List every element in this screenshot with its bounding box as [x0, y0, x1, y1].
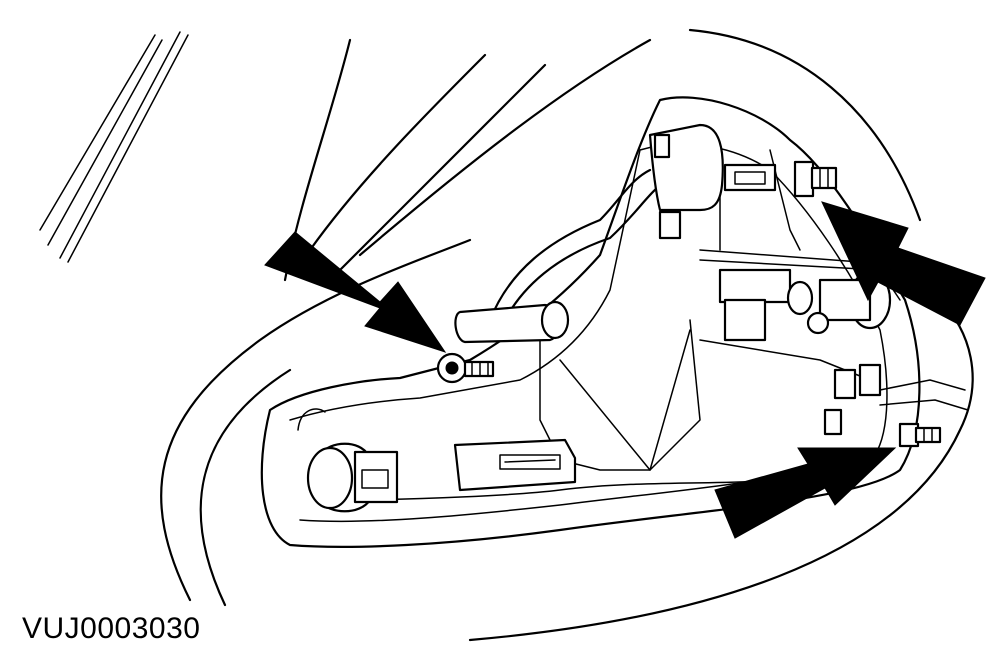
- right-clip-parts: [823, 363, 969, 436]
- screw-fastener-right: [898, 422, 942, 448]
- arrow-pointer-top-right: [821, 201, 986, 326]
- screw-fastener-top-right: [793, 160, 838, 198]
- window-edge-lines: [39, 31, 189, 263]
- wiring-connector: [453, 438, 577, 492]
- upper-bulb-holder: [648, 123, 777, 240]
- middle-bulb-holder: [454, 268, 892, 344]
- figure-caption: VUJ0003030: [22, 612, 201, 645]
- arrow-pointer-bottom-right: [714, 447, 897, 539]
- lower-left-bulb-holder: [297, 408, 399, 513]
- screw-fastener-left: [436, 352, 495, 384]
- arrow-pointer-left: [264, 231, 447, 353]
- body-panel-outline: [160, 28, 974, 642]
